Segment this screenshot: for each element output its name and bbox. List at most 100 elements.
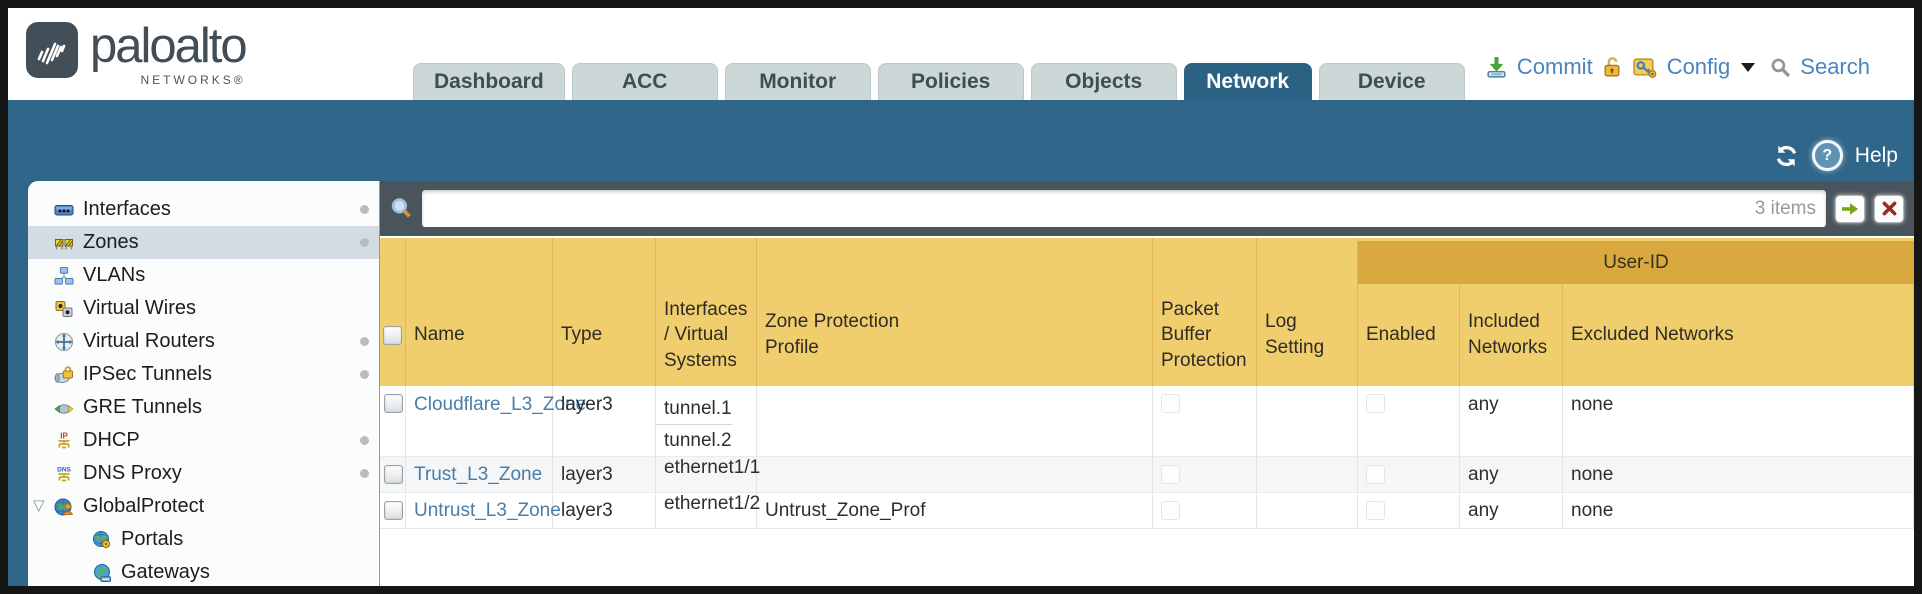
column-header-name[interactable]: Name — [406, 238, 553, 386]
packet-buffer-protection-checkbox[interactable] — [1161, 394, 1180, 413]
tab-policies[interactable]: Policies — [877, 63, 1024, 100]
interface-value: ethernet1/1 — [664, 457, 761, 478]
zones-icon — [55, 238, 73, 249]
context-band: ? Help — [8, 100, 1914, 181]
select-all-checkbox[interactable] — [383, 325, 402, 345]
sidebar-item-label: Interfaces — [83, 198, 171, 220]
sidebar-item-portals[interactable]: Portals — [28, 523, 379, 556]
lock-icon[interactable] — [1602, 56, 1623, 79]
column-header-included-networks[interactable]: Included Networks — [1460, 284, 1563, 386]
content-region: 3 items — [380, 181, 1914, 586]
help-label[interactable]: Help — [1854, 143, 1898, 167]
status-dot — [360, 238, 369, 247]
table-row: Untrust_L3_Zone layer3 ethernet1/2 Untru… — [380, 493, 1914, 529]
column-header-excluded-networks[interactable]: Excluded Networks — [1563, 284, 1914, 386]
dns-proxy-icon: DNS — [57, 466, 72, 481]
status-dot — [360, 337, 369, 346]
interface-value: tunnel.1 — [656, 394, 732, 426]
status-dot — [360, 370, 369, 379]
clear-filter-button[interactable] — [1874, 194, 1904, 223]
column-header-interfaces[interactable]: Interfaces / Virtual Systems — [656, 238, 757, 386]
zone-name-link[interactable]: Untrust_L3_Zone — [414, 499, 561, 521]
commit-button[interactable]: Commit — [1516, 54, 1593, 79]
sidebar-item-interfaces[interactable]: Interfaces — [28, 193, 379, 226]
zone-name-link[interactable]: Trust_L3_Zone — [414, 463, 543, 485]
portals-icon — [93, 530, 111, 548]
globalprotect-icon — [54, 498, 73, 515]
virtual-routers-icon — [55, 332, 73, 351]
sidebar-item-virtual-wires[interactable]: Virtual Wires — [28, 292, 379, 325]
divider — [380, 236, 1914, 238]
zone-type: layer3 — [561, 394, 613, 415]
filter-input[interactable]: 3 items — [422, 190, 1826, 227]
zones-table-header: Name Type Interfaces / Virtual Systems Z… — [380, 238, 1914, 386]
row-checkbox[interactable] — [384, 394, 403, 413]
sidebar-item-label: DHCP — [83, 429, 140, 451]
sidebar-item-label: Gateways — [121, 561, 210, 583]
tab-dashboard[interactable]: Dashboard — [413, 63, 565, 100]
tab-acc[interactable]: ACC — [571, 63, 718, 100]
sidebar-item-virtual-routers[interactable]: Virtual Routers — [28, 325, 379, 358]
svg-text:IP: IP — [60, 431, 68, 440]
paloalto-logo-icon — [26, 22, 78, 78]
user-id-enabled-checkbox[interactable] — [1366, 501, 1385, 520]
apply-filter-button[interactable] — [1835, 194, 1865, 223]
chevron-down-icon[interactable] — [1741, 62, 1756, 72]
sidebar-item-label: Virtual Routers — [83, 330, 215, 352]
sidebar-item-label: Virtual Wires — [83, 297, 196, 319]
sidebar-item-dns-proxy[interactable]: DNS DNS Proxy — [28, 457, 379, 490]
row-checkbox[interactable] — [384, 465, 403, 484]
search-icon[interactable] — [1770, 57, 1791, 78]
tab-objects[interactable]: Objects — [1030, 63, 1177, 100]
row-checkbox[interactable] — [384, 501, 403, 520]
select-all-checkbox-cell — [380, 238, 406, 386]
config-icon[interactable] — [1632, 56, 1658, 79]
zone-protection-profile-value: Untrust_Zone_Prof — [765, 499, 926, 521]
column-header-type[interactable]: Type — [553, 238, 656, 386]
sidebar-item-ipsec-tunnels[interactable]: IPSec Tunnels — [28, 358, 379, 391]
expand-collapse-icon[interactable]: ▽ — [33, 497, 45, 514]
body-region: Interfaces Zones — [8, 181, 1914, 586]
user-id-enabled-checkbox[interactable] — [1366, 465, 1385, 484]
filter-bar: 3 items — [380, 181, 1914, 236]
sidebar-item-gre-tunnels[interactable]: GRE Tunnels — [28, 391, 379, 424]
sidebar-item-vlans[interactable]: VLANs — [28, 259, 379, 292]
tab-network[interactable]: Network — [1183, 63, 1312, 100]
dhcp-icon: IP — [58, 431, 70, 448]
commit-icon[interactable] — [1485, 56, 1508, 79]
sidebar-item-label: GRE Tunnels — [83, 396, 202, 418]
help-icon[interactable]: ? — [1811, 140, 1843, 171]
status-dot — [360, 205, 369, 214]
column-header-log-setting[interactable]: Log Setting — [1257, 238, 1358, 386]
tab-monitor[interactable]: Monitor — [724, 63, 871, 100]
sidebar-item-label: Zones — [83, 231, 139, 253]
packet-buffer-protection-checkbox[interactable] — [1161, 465, 1180, 484]
column-header-packet-buffer-protection[interactable]: Packet Buffer Protection — [1153, 238, 1257, 386]
packet-buffer-protection-checkbox[interactable] — [1161, 501, 1180, 520]
paloalto-logo: paloalto NETWORKS® — [26, 22, 248, 86]
table-row: Trust_L3_Zone layer3 ethernet1/1 any non… — [380, 457, 1914, 493]
search-button[interactable]: Search — [1800, 54, 1870, 79]
top-header: paloalto NETWORKS® Dashboard ACC Monitor… — [8, 8, 1914, 100]
included-networks-value: any — [1468, 463, 1499, 485]
tab-device[interactable]: Device — [1318, 63, 1465, 100]
column-header-zone-protection-profile[interactable]: Zone Protection Profile — [757, 238, 1153, 386]
filter-search-icon — [391, 198, 411, 218]
config-menu[interactable]: Config — [1666, 54, 1731, 79]
user-id-enabled-checkbox[interactable] — [1366, 394, 1385, 413]
apply-filter-arrow-icon — [1842, 202, 1859, 215]
sidebar-item-dhcp[interactable]: IP DHCP — [28, 424, 379, 457]
sidebar-item-label: GlobalProtect — [83, 495, 205, 517]
table-row: Cloudflare_L3_Zone layer3 tunnel.1 tunne… — [380, 386, 1914, 457]
zone-name-link[interactable]: Cloudflare_L3_Zone — [414, 394, 587, 415]
sidebar-item-zones[interactable]: Zones — [28, 226, 379, 259]
user-id-column-group: User-ID Enabled Included Networks Exclud… — [1358, 238, 1914, 386]
zone-type: layer3 — [561, 463, 613, 485]
sidebar-item-globalprotect[interactable]: ▽ GlobalProtect — [28, 490, 379, 523]
ipsec-tunnels-icon — [54, 365, 73, 383]
refresh-icon[interactable] — [1773, 144, 1800, 168]
sidebar-item-gateways[interactable]: Gateways — [28, 556, 379, 586]
clear-filter-x-icon — [1882, 201, 1896, 216]
column-header-enabled[interactable]: Enabled — [1358, 284, 1460, 386]
status-dot — [360, 436, 369, 445]
